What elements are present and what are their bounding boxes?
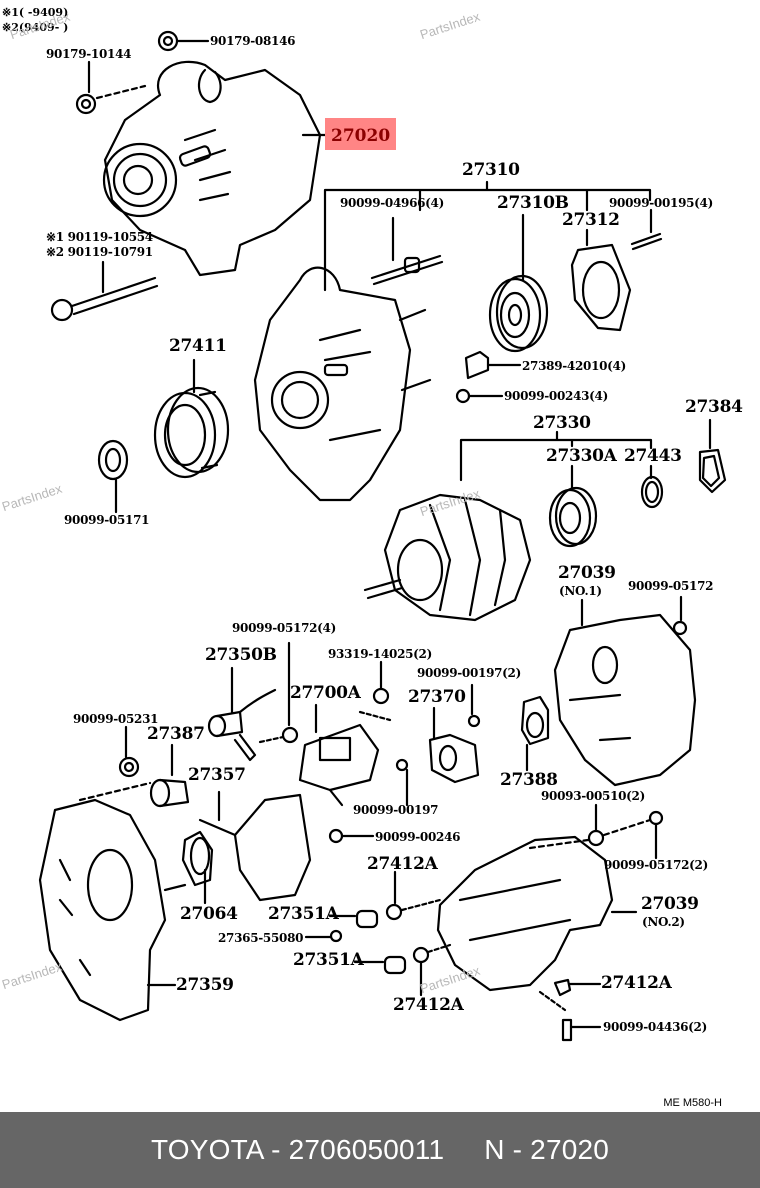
bushing-icon xyxy=(538,978,602,1042)
screw-icon xyxy=(455,388,504,404)
screw-icon xyxy=(372,660,390,705)
part-label-27039-no1-sub: (NO.1) xyxy=(559,584,602,598)
footer-caption-bar: TOYOTA - 2706050011 N - 27020 xyxy=(0,1112,760,1188)
part-label-90119-10791[interactable]: ※2 90119-10791 xyxy=(46,245,153,259)
bushing-icon xyxy=(412,943,452,997)
parts-diagram: ※1( -9409) ※2(9409- ) PartsIndex PartsIn… xyxy=(0,6,743,1109)
part-label-90099-00197[interactable]: 90099-00197 xyxy=(353,803,439,817)
part-label-90099-05172[interactable]: 90099-05172 xyxy=(628,579,714,593)
part-label-93319-14025[interactable]: 93319-14025(2) xyxy=(328,647,432,661)
part-label-90099-05172-2[interactable]: 90099-05172(2) xyxy=(604,858,708,872)
part-label-90099-04436[interactable]: 90099-04436(2) xyxy=(603,1020,707,1034)
part-label-27365-55080[interactable]: 27365-55080 xyxy=(218,931,304,945)
part-label-27310[interactable]: 27310 xyxy=(462,160,520,180)
clip-icon xyxy=(520,695,550,772)
exploded-view-artwork xyxy=(38,30,727,1042)
part-label-27039-no2-sub: (NO.2) xyxy=(642,915,685,929)
washer-icon xyxy=(528,803,664,860)
stud-bolt-icon xyxy=(370,216,444,286)
part-label-90119-10554[interactable]: ※1 90119-10554 xyxy=(46,230,153,244)
retainer-icon xyxy=(464,350,522,380)
part-label-27443[interactable]: 27443 xyxy=(624,446,682,466)
seal-icon xyxy=(181,830,214,905)
part-label-27039-no1[interactable]: 27039 xyxy=(558,563,616,583)
nut-icon xyxy=(258,641,299,744)
footer-brand-part-number: TOYOTA - 2706050011 xyxy=(150,1134,445,1165)
part-label-27384[interactable]: 27384 xyxy=(685,397,743,417)
alternator-assembly-icon xyxy=(102,60,322,277)
pulley-icon xyxy=(153,358,230,479)
part-label-27370[interactable]: 27370 xyxy=(408,687,466,707)
part-label-27411[interactable]: 27411 xyxy=(169,336,227,356)
part-label-27359[interactable]: 27359 xyxy=(176,975,234,995)
part-label-27351A[interactable]: 27351A xyxy=(293,950,364,970)
rear-frame-icon xyxy=(38,798,187,1022)
drive-end-frame-icon xyxy=(253,266,432,502)
highlighted-part-label[interactable]: 27020 xyxy=(331,126,391,146)
regulator-icon xyxy=(298,703,392,807)
note-2: ※2(9409- ) xyxy=(2,21,69,34)
part-label-90099-05231[interactable]: 90099-05231 xyxy=(73,712,159,726)
part-label-27388[interactable]: 27388 xyxy=(500,770,558,790)
screw-icon xyxy=(467,683,481,728)
part-label-27312[interactable]: 27312 xyxy=(562,210,620,230)
screw-icon xyxy=(328,828,375,844)
part-label-90179-10144[interactable]: 90179-10144 xyxy=(46,47,132,61)
part-label-90099-05172-4[interactable]: 90099-05172(4) xyxy=(232,621,336,635)
rotor-icon xyxy=(363,493,532,622)
part-label-27412A[interactable]: 27412A xyxy=(601,973,672,993)
highlighted-part-27020[interactable]: 27020 xyxy=(325,118,396,150)
part-label-90099-00246[interactable]: 90099-00246 xyxy=(375,830,461,844)
bolt-icon xyxy=(50,260,159,322)
bearing-icon xyxy=(548,464,598,548)
part-label-27064[interactable]: 27064 xyxy=(180,904,238,924)
screw-icon xyxy=(630,208,663,251)
nut-icon xyxy=(118,725,140,778)
part-label-27310B[interactable]: 27310B xyxy=(497,193,569,213)
insulator-icon xyxy=(304,909,407,975)
part-label-27039-no2[interactable]: 27039 xyxy=(641,894,699,914)
part-label-90099-04966[interactable]: 90099-04966(4) xyxy=(340,196,444,210)
footer-reference-number: N - 27020 xyxy=(484,1134,610,1165)
part-label-27389-42010[interactable]: 27389-42010(4) xyxy=(522,359,626,373)
retainer-plate-icon xyxy=(570,228,632,332)
brush-holder-icon xyxy=(428,706,480,784)
nut-icon xyxy=(75,60,147,115)
part-label-27350B[interactable]: 27350B xyxy=(205,645,277,665)
part-label-27357[interactable]: 27357 xyxy=(188,765,246,785)
rear-end-cover-icon xyxy=(436,835,638,992)
part-label-27387[interactable]: 27387 xyxy=(147,724,205,744)
part-label-27412A[interactable]: 27412A xyxy=(367,854,438,874)
part-label-27351A[interactable]: 27351A xyxy=(268,904,339,924)
pulley-nut-icon xyxy=(97,439,129,514)
terminal-icon xyxy=(207,666,277,762)
bushing-icon xyxy=(385,870,442,921)
part-label-90179-08146[interactable]: 90179-08146 xyxy=(210,34,296,48)
part-label-90099-00197-2[interactable]: 90099-00197(2) xyxy=(417,666,521,680)
ring-icon xyxy=(640,464,664,509)
part-label-27700A[interactable]: 27700A xyxy=(290,683,361,703)
end-frame-cover-icon xyxy=(553,598,697,787)
part-label-90093-00510[interactable]: 90093-00510(2) xyxy=(541,789,645,803)
brush-holder-icon xyxy=(198,790,312,902)
part-label-90099-00243[interactable]: 90099-00243(4) xyxy=(504,389,608,403)
part-label-27412A[interactable]: 27412A xyxy=(393,995,464,1015)
screw-icon xyxy=(395,758,409,807)
insulator-icon xyxy=(78,743,190,808)
cover-icon xyxy=(698,418,727,494)
nut-icon xyxy=(672,595,688,636)
part-label-27330[interactable]: 27330 xyxy=(533,413,591,433)
part-label-90099-00195[interactable]: 90099-00195(4) xyxy=(609,196,713,210)
nut-icon xyxy=(157,30,210,52)
note-1: ※1( -9409) xyxy=(2,6,69,19)
bearing-icon xyxy=(488,213,549,353)
part-label-27330A[interactable]: 27330A xyxy=(546,446,617,466)
part-label-90099-05171[interactable]: 90099-05171 xyxy=(64,513,150,527)
drawing-code: ME M580-H xyxy=(663,1097,722,1109)
